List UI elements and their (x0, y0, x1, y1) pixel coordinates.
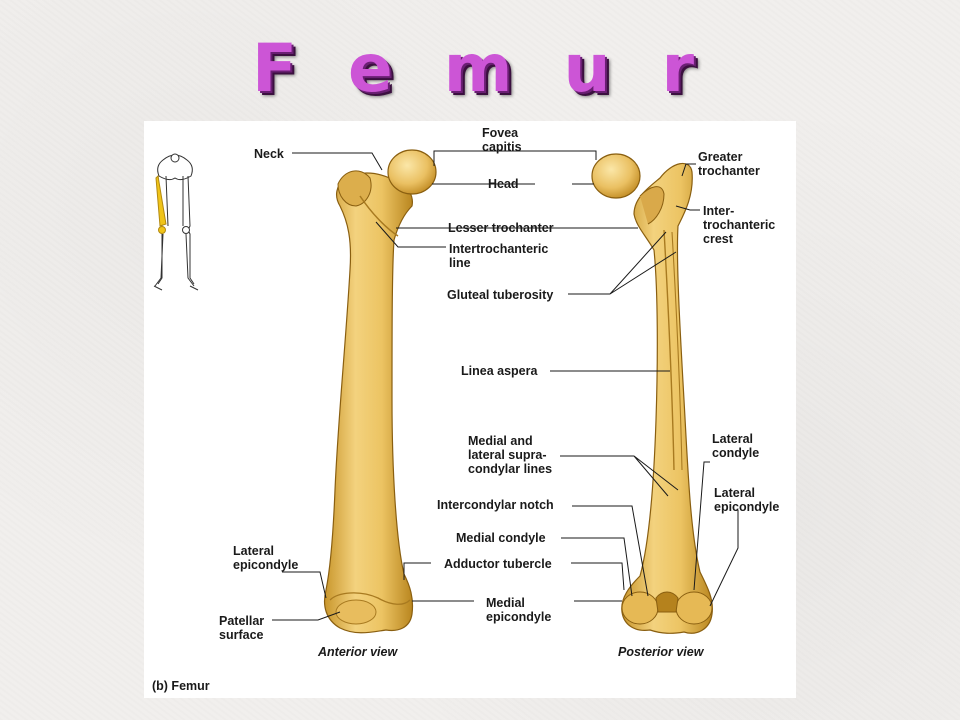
anterior-view-label: Anterior view (318, 645, 398, 659)
label-lateral-epicondyle-anterior: Lateral epicondyle (233, 544, 299, 572)
label-neck: Neck (254, 147, 284, 161)
label-lateral-epicondyle-posterior: Lateral epicondyle (714, 486, 780, 514)
label-fovea-capitis: Fovea capitis (482, 126, 522, 154)
label-gluteal-tuberosity: Gluteal tuberosity (447, 288, 554, 302)
label-intertrochanteric-crest: Inter- trochanteric crest (703, 204, 776, 246)
label-greater-trochanter: Greater trochanter (698, 150, 760, 178)
label-head: Head (488, 177, 519, 191)
femur-posterior (591, 153, 713, 634)
skeleton-thumbnail (153, 153, 199, 291)
label-medial-condyle: Medial condyle (456, 531, 546, 545)
label-linea-aspera: Linea aspera (461, 364, 538, 378)
label-lateral-condyle: Lateral condyle (712, 432, 760, 460)
figure-caption: (b) Femur (152, 679, 210, 693)
label-medial-epicondyle: Medial epicondyle (486, 596, 552, 624)
posterior-view-label: Posterior view (618, 645, 704, 659)
femur-anterior (323, 149, 437, 634)
label-intercondylar-notch: Intercondylar notch (437, 498, 554, 512)
label-patellar-surface: Patellar surface (219, 614, 265, 642)
label-intertrochanteric-line: Intertrochanteric line (449, 242, 549, 270)
label-adductor-tubercle: Adductor tubercle (444, 557, 552, 571)
label-supracondylar-lines: Medial and lateral supra- condylar lines (468, 434, 553, 476)
leader-lines (272, 150, 739, 621)
slide-title: F e m u r (251, 30, 709, 107)
label-lesser-trochanter: Lesser trochanter (448, 221, 554, 235)
